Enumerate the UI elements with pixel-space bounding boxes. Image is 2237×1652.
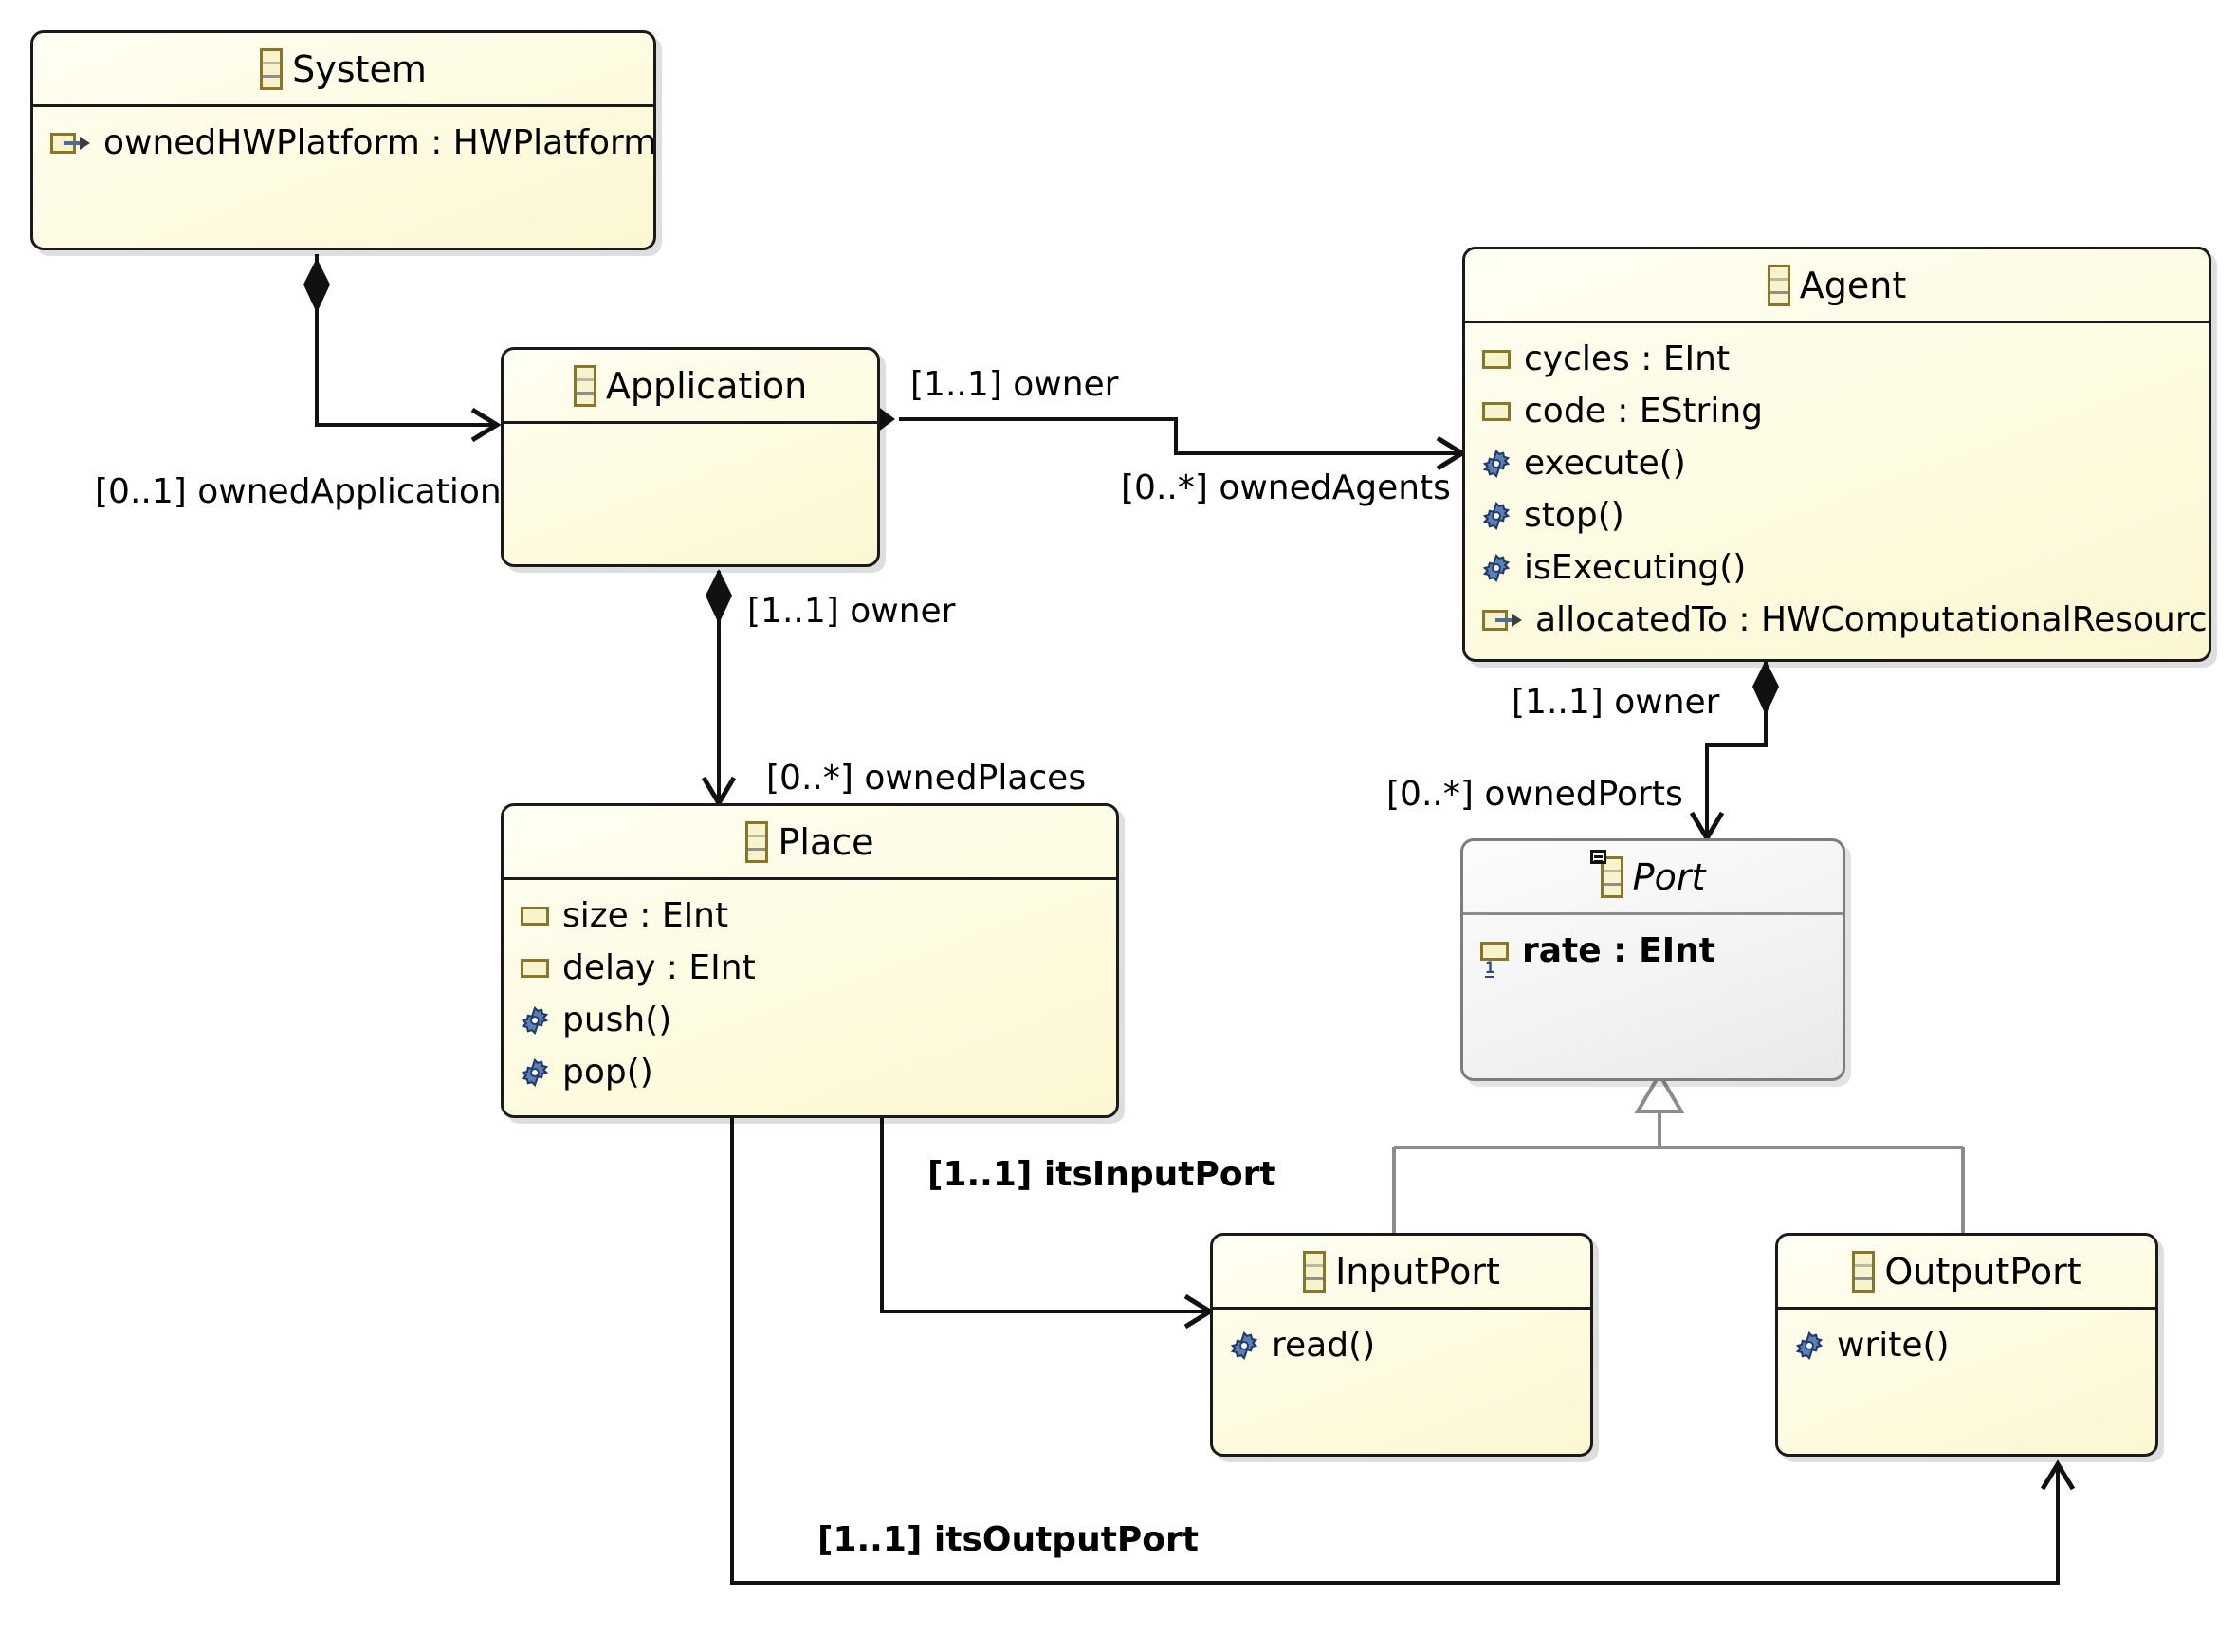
class-name-system: System [292, 47, 427, 90]
class-name-place: Place [778, 820, 874, 863]
class-features-system: ownedHWPlatform : HWPlatform [33, 107, 653, 169]
feature-label: rate : EInt [1522, 931, 1715, 970]
feature-label: stop() [1524, 496, 1624, 535]
feature-label: execute() [1524, 444, 1686, 483]
class-features-port: rate : EInt [1463, 915, 1843, 978]
class-box-outputport[interactable]: OutputPort write() [1775, 1233, 2158, 1457]
operation-icon [1482, 553, 1511, 582]
class-header-place: Place [504, 806, 1116, 880]
class-features-agent: cycles : EInt code : EString execute() [1465, 323, 2209, 646]
feature-label: pop() [562, 1053, 653, 1092]
class-box-system[interactable]: System ownedHWPlatform : HWPlatform [30, 30, 656, 250]
feature-label: allocatedTo : HWComputationalResource [1535, 600, 2211, 639]
operation-icon [521, 1005, 549, 1035]
eclass-icon [1589, 849, 1623, 898]
edge-label-owner-application-agent: [1..1] owner [910, 365, 1119, 404]
feature-row[interactable]: stop() [1482, 489, 2209, 541]
reference-icon [50, 132, 90, 154]
edge-label-owned-agents: [0..*] ownedAgents [1121, 468, 1451, 507]
edge-label-owner-port: [1..1] owner [1512, 683, 1720, 722]
edge-label-owned-ports: [0..*] ownedPorts [1386, 775, 1683, 814]
feature-row[interactable]: cycles : EInt [1482, 333, 2209, 385]
eclass-icon [260, 47, 284, 90]
feature-row[interactable]: write() [1795, 1319, 2155, 1371]
class-header-system: System [33, 33, 653, 107]
class-features-inputport: read() [1213, 1310, 1590, 1371]
edge-label-owner-place: [1..1] owner [747, 592, 956, 631]
class-box-agent[interactable]: Agent cycles : EInt code : EString execu… [1462, 247, 2211, 662]
feature-label: write() [1837, 1326, 1950, 1365]
edge-owned-places [701, 569, 737, 808]
class-name-agent: Agent [1799, 264, 1907, 306]
feature-row[interactable]: delay : EInt [521, 942, 1116, 994]
operation-icon [1482, 501, 1511, 530]
operation-icon [1482, 449, 1511, 478]
feature-label: push() [562, 1000, 672, 1039]
feature-row[interactable]: execute() [1482, 437, 2209, 489]
class-box-application[interactable]: Application [501, 347, 880, 567]
edge-label-its-output-port: [1..1] itsOutputPort [817, 1520, 1199, 1559]
eclass-icon [573, 364, 596, 407]
edge-owned-agents [859, 406, 1467, 471]
feature-row[interactable]: push() [521, 994, 1116, 1046]
feature-label: delay : EInt [562, 948, 756, 987]
attribute-icon [521, 958, 549, 978]
eclass-icon [1303, 1250, 1327, 1293]
feature-row[interactable]: rate : EInt [1480, 925, 1843, 978]
feature-row[interactable]: pop() [521, 1046, 1116, 1098]
edge-label-its-input-port: [1..1] itsInputPort [927, 1155, 1276, 1194]
edge-its-input-port [880, 1117, 1215, 1330]
operation-icon [521, 1057, 549, 1087]
reference-icon [1482, 609, 1522, 631]
edge-label-owned-places: [0..*] ownedPlaces [766, 759, 1087, 798]
feature-row[interactable]: ownedHWPlatform : HWPlatform [50, 117, 653, 169]
attribute-icon [1482, 349, 1511, 369]
class-header-inputport: InputPort [1213, 1236, 1590, 1310]
class-features-outputport: write() [1778, 1310, 2155, 1371]
class-header-agent: Agent [1465, 249, 2209, 323]
feature-row[interactable]: code : EString [1482, 385, 2209, 437]
class-box-port[interactable]: Port rate : EInt [1460, 838, 1845, 1081]
edge-label-owned-application: [0..1] ownedApplication [95, 472, 502, 511]
eclass-icon [1852, 1250, 1876, 1293]
class-header-outputport: OutputPort [1778, 1236, 2155, 1310]
eclass-icon [1767, 264, 1790, 306]
feature-row[interactable]: isExecuting() [1482, 541, 2209, 594]
class-features-application [504, 424, 877, 433]
abstract-marker-icon [1589, 849, 1606, 864]
feature-row[interactable]: read() [1230, 1319, 1590, 1371]
feature-row[interactable]: size : EInt [521, 890, 1116, 942]
class-header-application: Application [504, 350, 877, 424]
feature-label: size : EInt [562, 896, 729, 935]
class-name-outputport: OutputPort [1884, 1250, 2081, 1293]
eclass-icon [745, 820, 769, 863]
class-name-application: Application [605, 364, 808, 407]
feature-label: read() [1272, 1326, 1376, 1365]
class-box-place[interactable]: Place size : EInt delay : EInt push() [501, 803, 1119, 1118]
feature-label: code : EString [1524, 392, 1764, 431]
class-header-port: Port [1463, 841, 1843, 915]
attribute-icon-keyed [1480, 941, 1509, 978]
edge-owned-application [303, 254, 502, 443]
edge-generalization-port [1392, 1071, 1965, 1233]
attribute-icon [521, 906, 549, 926]
feature-label: isExecuting() [1524, 548, 1747, 587]
class-features-place: size : EInt delay : EInt push() [504, 880, 1116, 1098]
feature-label: cycles : EInt [1524, 340, 1731, 378]
feature-label: ownedHWPlatform : HWPlatform [103, 123, 656, 162]
class-box-inputport[interactable]: InputPort read() [1210, 1233, 1593, 1457]
operation-icon [1230, 1331, 1258, 1360]
attribute-icon [1482, 401, 1511, 421]
operation-icon [1795, 1331, 1824, 1360]
class-name-port: Port [1632, 855, 1706, 898]
class-name-inputport: InputPort [1335, 1250, 1500, 1293]
feature-row[interactable]: allocatedTo : HWComputationalResource [1482, 594, 2209, 646]
